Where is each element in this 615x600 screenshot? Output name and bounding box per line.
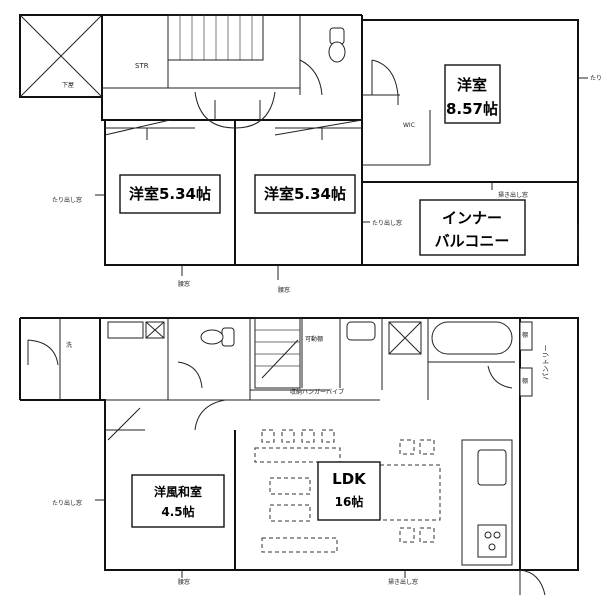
upper-stairs — [167, 14, 264, 61]
ldk-label-box — [317, 461, 381, 521]
cabinet-bottom-label: 棚 — [522, 377, 528, 385]
lower-floor: 洗 可動棚 — [19, 317, 579, 596]
balcony-label-box — [419, 199, 526, 256]
pantry-label: パントリー — [542, 345, 550, 380]
lower-toilet — [177, 327, 235, 389]
wic-label: WIC — [403, 122, 415, 129]
upper-win-bottom-mid: 腰窓 — [278, 286, 290, 294]
upper-win-inner: たり出し窓 — [372, 219, 402, 227]
lower-win-bottom-mid: 掃き出し窓 — [388, 578, 418, 586]
japanese-name: 洋風和室 — [154, 484, 202, 499]
lower-stairs — [254, 317, 301, 389]
storage-label: STR — [135, 62, 149, 70]
upper-win-right: たり — [590, 75, 602, 82]
room-b-label-box — [119, 174, 221, 214]
upper-floor: 下屋 STR — [19, 14, 602, 294]
lower-win-bottom-left: 腰窓 — [178, 578, 190, 586]
room-a-name: 洋室 — [457, 76, 487, 94]
room-c-name: 洋室5.34帖 — [264, 185, 346, 203]
ldk-size: 16帖 — [335, 494, 364, 509]
roof-label: 下屋 — [62, 82, 74, 89]
upper-win-left: たり出し窓 — [52, 196, 82, 204]
lower-win-left: たり出し窓 — [52, 499, 82, 507]
ldk-name: LDK — [332, 470, 367, 488]
room-a-label-box — [444, 64, 501, 124]
japanese-size: 4.5帖 — [161, 504, 194, 519]
room-a-size: 8.57帖 — [446, 100, 498, 118]
room-b-name: 洋室5.34帖 — [129, 185, 211, 203]
hanger-pipe-label: 収納ハンガーパイプ — [290, 388, 344, 396]
upper-toilet — [299, 27, 346, 96]
upper-win-balcony: 掃き出し窓 — [498, 191, 528, 199]
cabinet-top-label: 棚 — [522, 331, 528, 339]
lower-washroom-label: 洗 — [66, 341, 72, 349]
room-c-label-box — [254, 174, 356, 214]
japanese-label-box — [131, 474, 225, 528]
movable-shelf-label: 可動棚 — [305, 335, 323, 343]
balcony-line1: インナー — [442, 209, 502, 227]
balcony-line2: バルコニー — [435, 232, 510, 250]
upper-win-bottom-left: 腰窓 — [178, 280, 190, 288]
